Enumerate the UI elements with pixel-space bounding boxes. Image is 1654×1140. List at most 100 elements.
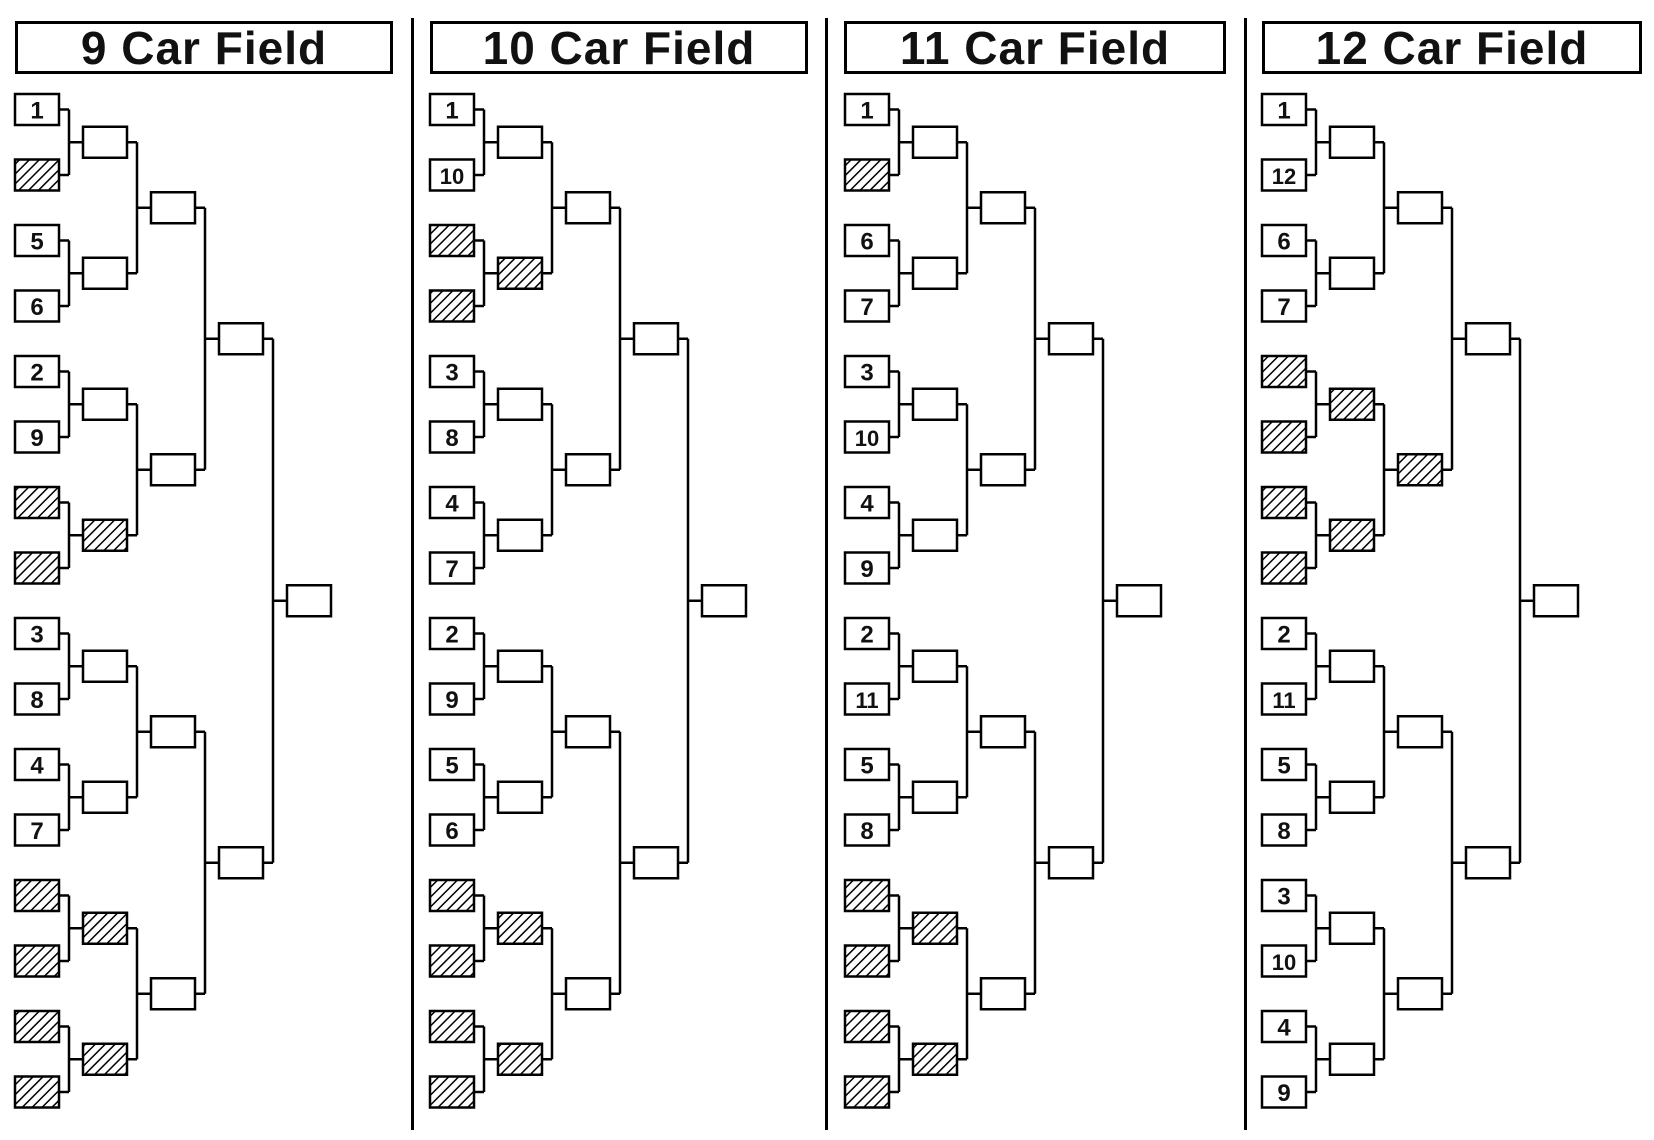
match-slot xyxy=(1328,780,1376,814)
match-slot xyxy=(1328,911,1376,945)
seed-number: 4 xyxy=(445,491,459,518)
winner-slot xyxy=(1532,584,1580,618)
seed-slot xyxy=(13,485,61,520)
match-slot xyxy=(81,518,129,552)
bracket-title-10-car: 10 Car Field xyxy=(430,21,808,74)
seed-number: 4 xyxy=(1277,1015,1291,1042)
seed-number: 10 xyxy=(440,164,464,189)
seed-number: 5 xyxy=(445,753,458,780)
seed-number: 1 xyxy=(30,98,43,125)
seed-slot xyxy=(843,158,891,192)
match-slot xyxy=(1047,846,1095,880)
seed-number: 8 xyxy=(1277,818,1290,845)
match-slot xyxy=(1328,125,1376,159)
column-divider-1 xyxy=(411,18,414,1130)
match-slot xyxy=(81,256,129,290)
seed-slot xyxy=(1260,485,1308,520)
seed-slot xyxy=(843,420,891,454)
seed-number: 6 xyxy=(445,818,458,845)
seed-slot xyxy=(428,1009,476,1044)
match-slot xyxy=(911,387,959,421)
seed-number: 9 xyxy=(1277,1080,1290,1107)
seed-number: 4 xyxy=(30,753,44,780)
match-slot xyxy=(911,649,959,683)
seed-slot xyxy=(843,92,891,127)
seed-slot xyxy=(428,223,476,258)
seed-slot xyxy=(13,1009,61,1044)
seed-slot xyxy=(1260,92,1308,127)
seed-number: 3 xyxy=(1277,884,1290,911)
match-slot xyxy=(979,453,1027,487)
winner-slot xyxy=(1115,584,1163,618)
seed-slot xyxy=(428,813,476,847)
seed-number: 6 xyxy=(860,229,873,256)
seed-slot xyxy=(1260,158,1308,192)
match-slot xyxy=(81,780,129,814)
seed-number: 8 xyxy=(30,687,43,714)
seed-number: 11 xyxy=(855,688,878,713)
seed-slot xyxy=(13,878,61,913)
seed-slot xyxy=(843,354,891,389)
match-slot xyxy=(1396,453,1444,487)
match-slot xyxy=(911,780,959,814)
seed-slot xyxy=(843,747,891,782)
seed-number: 10 xyxy=(1272,950,1296,975)
match-slot xyxy=(979,715,1027,749)
winner-slot xyxy=(285,584,333,618)
seed-number: 2 xyxy=(445,622,458,649)
match-slot xyxy=(149,977,197,1011)
seed-slot xyxy=(1260,420,1308,454)
seed-slot xyxy=(13,289,61,323)
winner-slot xyxy=(700,584,748,618)
match-slot xyxy=(496,911,544,945)
seed-number: 9 xyxy=(30,425,43,452)
match-slot xyxy=(632,322,680,356)
seed-number: 5 xyxy=(860,753,873,780)
match-slot xyxy=(496,387,544,421)
seed-number: 8 xyxy=(860,818,873,845)
match-slot xyxy=(632,846,680,880)
seed-slot xyxy=(428,747,476,782)
match-slot xyxy=(564,977,612,1011)
seed-slot xyxy=(428,289,476,323)
seed-slot xyxy=(428,485,476,520)
bracket-title-12-car: 12 Car Field xyxy=(1262,21,1642,74)
seed-slot xyxy=(1260,813,1308,847)
match-slot xyxy=(1328,387,1376,421)
match-slot xyxy=(496,1042,544,1076)
seed-number: 6 xyxy=(30,294,43,321)
seed-number: 5 xyxy=(30,229,43,256)
seed-slot xyxy=(13,1075,61,1109)
seed-slot xyxy=(13,944,61,978)
match-slot xyxy=(564,715,612,749)
match-slot xyxy=(496,518,544,552)
seed-number: 2 xyxy=(1277,622,1290,649)
match-slot xyxy=(1328,649,1376,683)
seed-slot xyxy=(843,485,891,520)
seed-number: 11 xyxy=(1272,688,1295,713)
seed-slot xyxy=(13,813,61,847)
match-slot xyxy=(149,453,197,487)
seed-slot xyxy=(843,289,891,323)
match-slot xyxy=(979,191,1027,225)
match-slot xyxy=(1047,322,1095,356)
match-slot xyxy=(911,911,959,945)
seed-slot xyxy=(843,944,891,978)
match-slot xyxy=(81,125,129,159)
match-slot xyxy=(1396,715,1444,749)
match-slot xyxy=(1464,846,1512,880)
seed-number: 2 xyxy=(30,360,43,387)
seed-slot xyxy=(13,223,61,258)
seed-number: 3 xyxy=(30,622,43,649)
seed-slot xyxy=(1260,551,1308,585)
seed-number: 9 xyxy=(445,687,458,714)
seed-slot xyxy=(13,158,61,192)
seed-number: 1 xyxy=(860,98,873,125)
seed-slot xyxy=(1260,1009,1308,1044)
match-slot xyxy=(81,1042,129,1076)
seed-number: 5 xyxy=(1277,753,1290,780)
match-slot xyxy=(496,125,544,159)
seed-number: 7 xyxy=(860,294,873,321)
match-slot xyxy=(564,191,612,225)
